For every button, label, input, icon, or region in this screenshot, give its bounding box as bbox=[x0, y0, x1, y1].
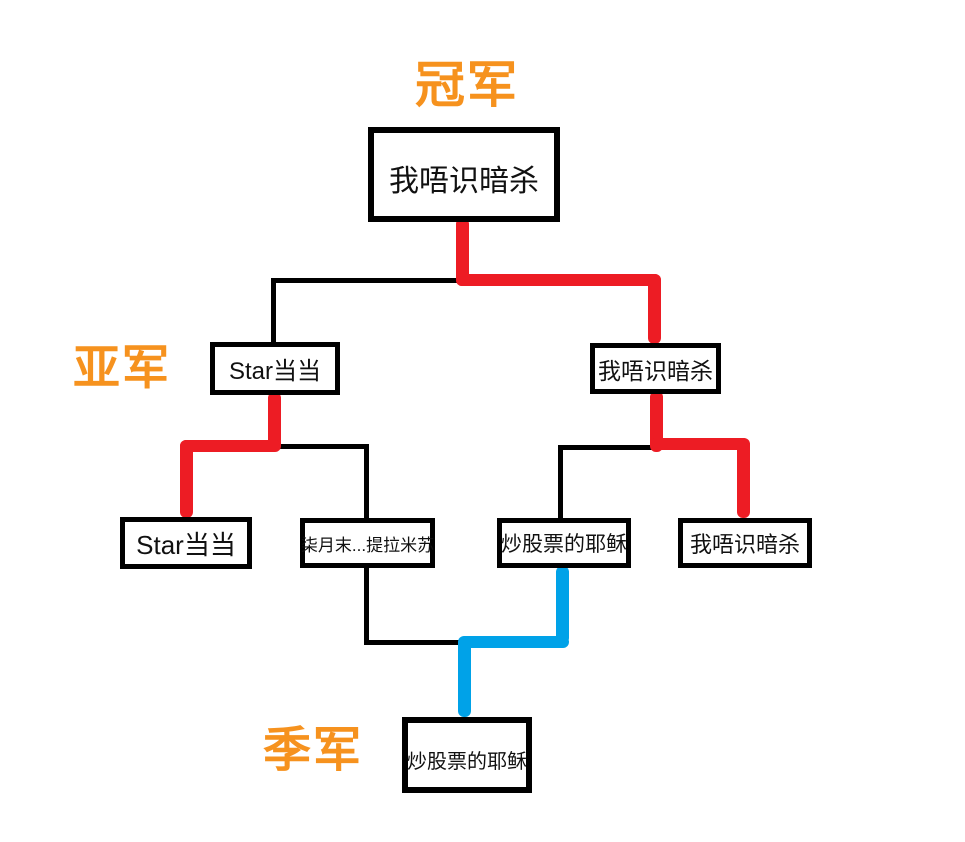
quarterfinal-box-3: 炒股票的耶稣 bbox=[497, 518, 631, 568]
semifinal-left-box: Star当当 bbox=[210, 342, 340, 395]
semileft-connector-qf2-vertical bbox=[364, 444, 369, 518]
final-connector-left-horizontal bbox=[271, 278, 461, 283]
champion-label: 冠军 bbox=[415, 57, 519, 113]
semiright-connector-qf3-vertical bbox=[558, 445, 563, 518]
winner-path-semiright-horizontal bbox=[650, 438, 749, 450]
quarterfinal-box-4: 我唔识暗杀 bbox=[678, 518, 812, 568]
third-place-winner-box: 炒股票的耶稣 bbox=[402, 717, 532, 793]
winner-path-final-horizontal bbox=[456, 274, 661, 286]
winner-path-semiright-stem bbox=[650, 391, 663, 452]
winner-path-qf4-vertical bbox=[737, 438, 750, 518]
semileft-connector-right-horizontal bbox=[274, 444, 368, 449]
winner-path-semifinal-right-vertical bbox=[648, 274, 661, 344]
winner-path-semileft-stem bbox=[268, 392, 281, 450]
quarterfinal-box-2: 柒月末...提拉米苏 bbox=[300, 518, 435, 568]
thirdmatch-connector-qf2-down-vertical bbox=[364, 566, 369, 644]
winner-path-qf1-vertical bbox=[180, 440, 193, 518]
quarterfinal-box-1: Star当当 bbox=[120, 517, 252, 569]
semiright-connector-left-horizontal bbox=[560, 445, 656, 450]
thirdplace-path-horizontal bbox=[460, 636, 569, 648]
winner-path-semileft-horizontal bbox=[180, 440, 281, 452]
final-winner-box: 我唔识暗杀 bbox=[368, 127, 560, 222]
thirdmatch-connector-left-horizontal bbox=[364, 640, 466, 645]
third-place-label: 季军 bbox=[263, 724, 364, 777]
thirdplace-path-qf3-down-vertical bbox=[556, 566, 569, 644]
winner-path-final-vertical bbox=[456, 218, 469, 286]
final-connector-left-vertical bbox=[271, 278, 276, 344]
semifinal-right-box: 我唔识暗杀 bbox=[590, 343, 721, 394]
thirdplace-path-down-vertical bbox=[458, 636, 471, 717]
runner-up-label: 亚军 bbox=[73, 341, 171, 394]
